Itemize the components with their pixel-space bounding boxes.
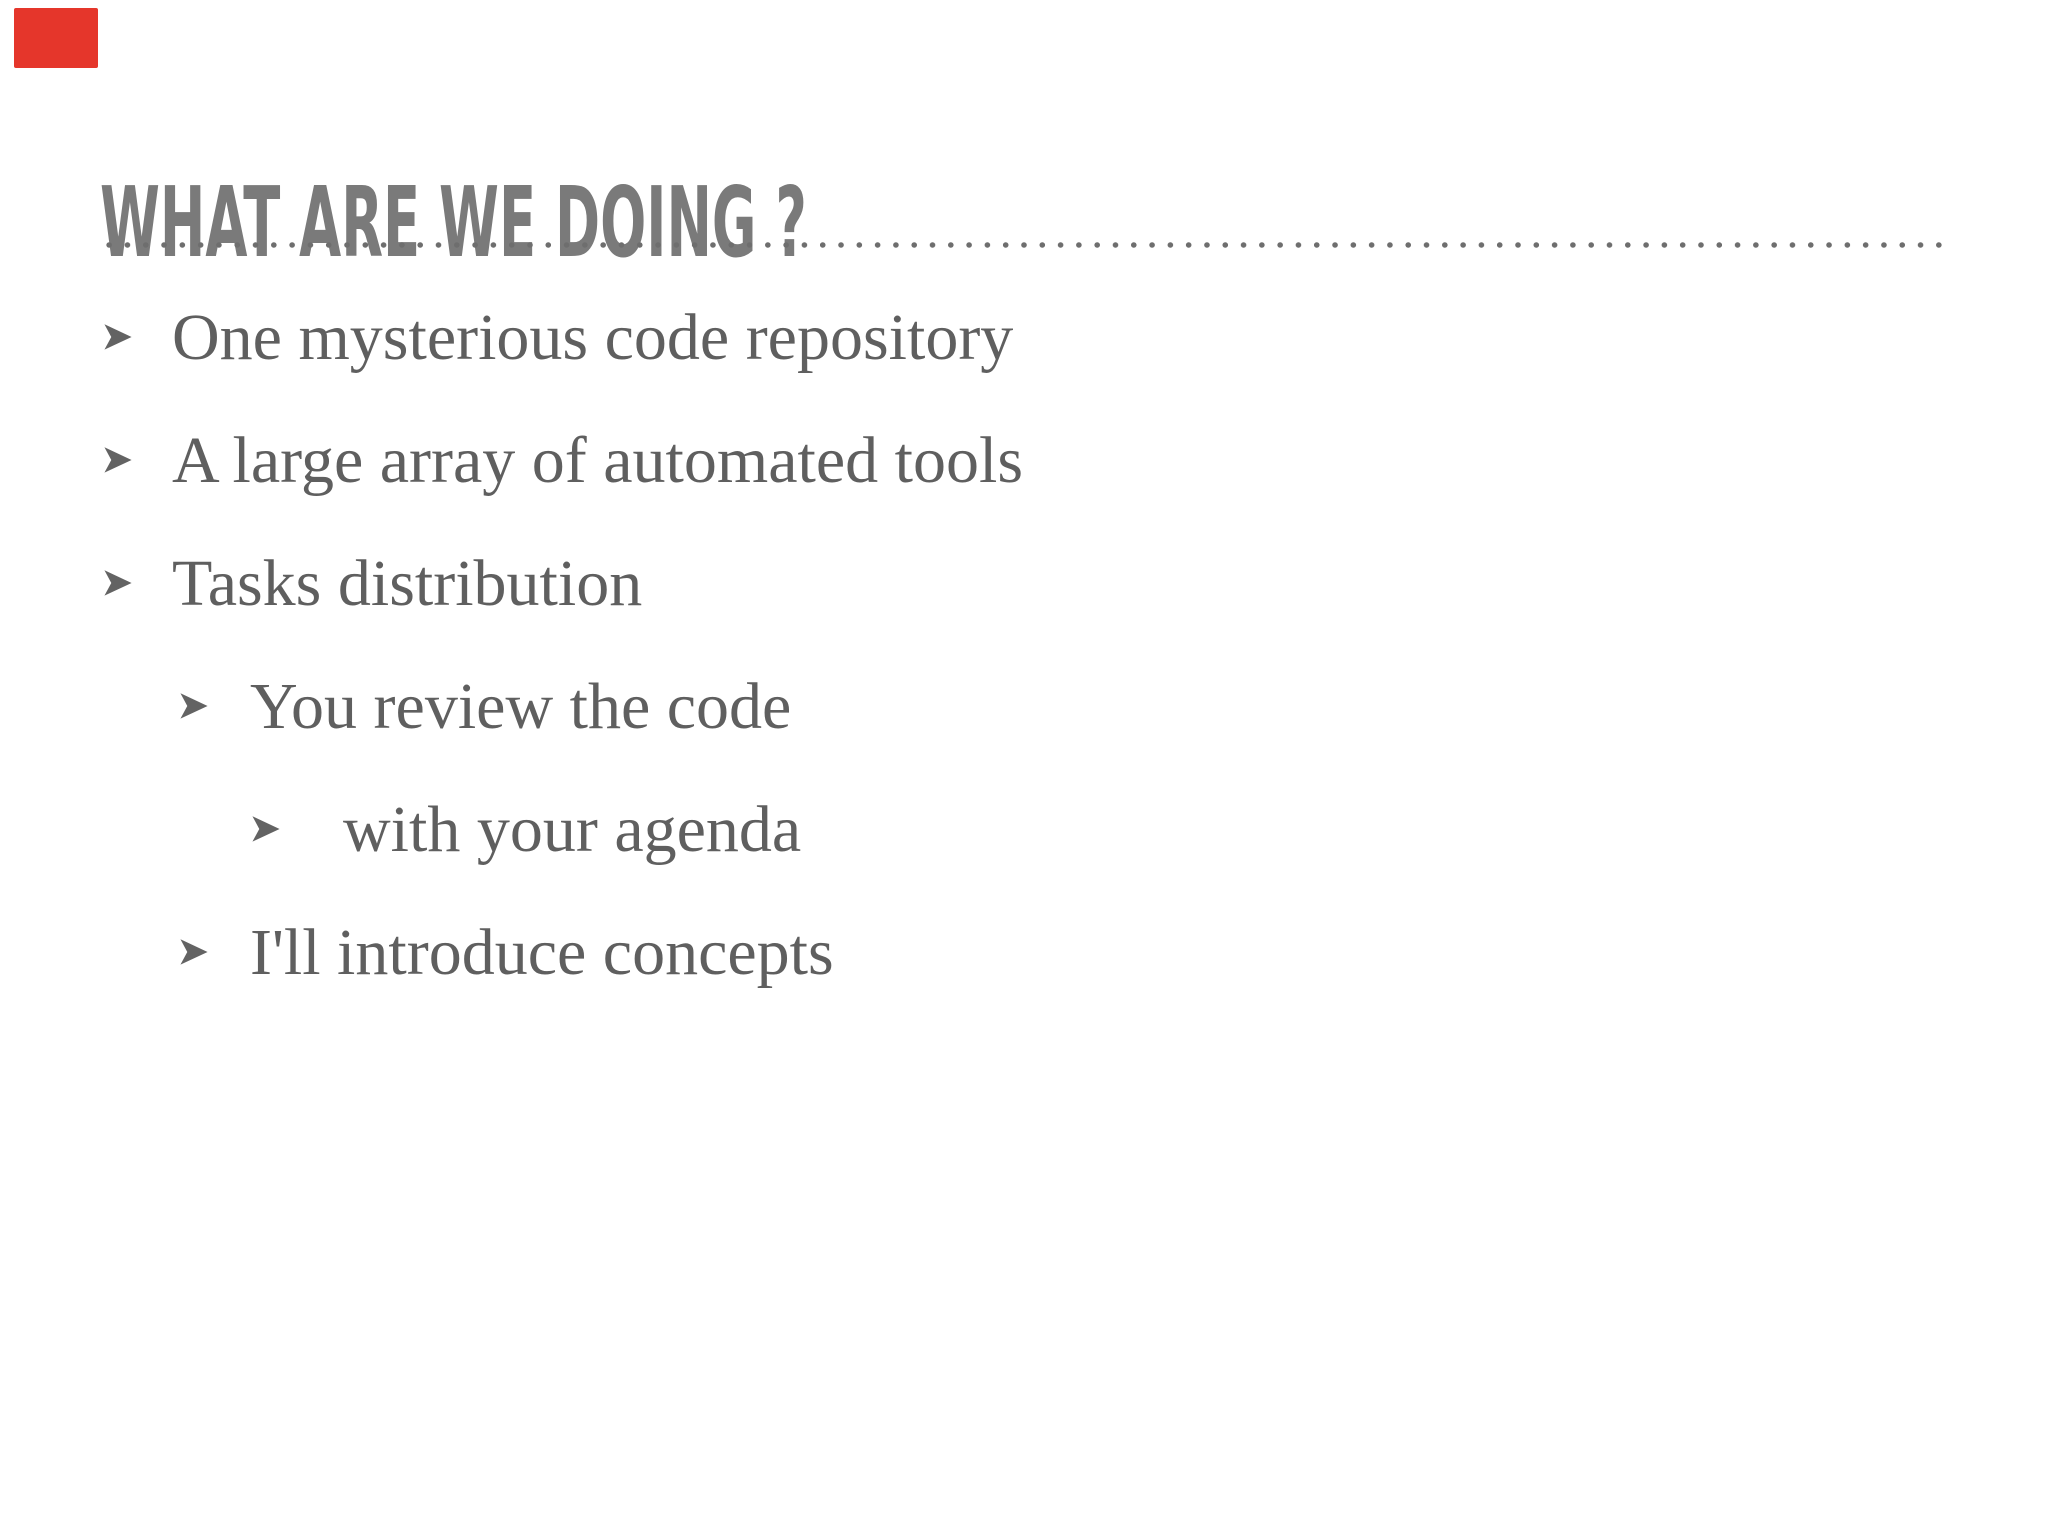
- bullet-item-label: with your agenda: [343, 793, 802, 866]
- bullet-item-label: A large array of automated tools: [172, 424, 1024, 497]
- arrow-bullet-icon: ➤: [176, 681, 210, 728]
- arrow-bullet-icon: ➤: [100, 312, 134, 359]
- arrow-bullet-icon: ➤: [100, 558, 134, 605]
- bullet-item: ➤ with your agenda: [0, 768, 2048, 891]
- bullet-item: ➤ I'll introduce concepts: [0, 891, 2048, 1014]
- dotted-divider: [100, 242, 1948, 248]
- bullet-item: ➤ You review the code: [0, 645, 2048, 768]
- bullet-item: ➤ Tasks distribution: [0, 522, 2048, 645]
- bullet-item-label: Tasks distribution: [172, 547, 643, 620]
- red-marker: [14, 8, 98, 68]
- bullet-item-label: One mysterious code repository: [172, 301, 1014, 374]
- slide-title: WHAT ARE WE DOING ?: [100, 165, 807, 279]
- bullet-list: ➤ One mysterious code repository ➤ A lar…: [0, 276, 2048, 1014]
- arrow-bullet-icon: ➤: [176, 927, 210, 974]
- bullet-item: ➤ One mysterious code repository: [0, 276, 2048, 399]
- bullet-item-label: You review the code: [250, 670, 792, 743]
- bullet-item-label: I'll introduce concepts: [250, 916, 834, 989]
- arrow-bullet-icon: ➤: [100, 435, 134, 482]
- bullet-item: ➤ A large array of automated tools: [0, 399, 2048, 522]
- arrow-bullet-icon: ➤: [248, 804, 282, 851]
